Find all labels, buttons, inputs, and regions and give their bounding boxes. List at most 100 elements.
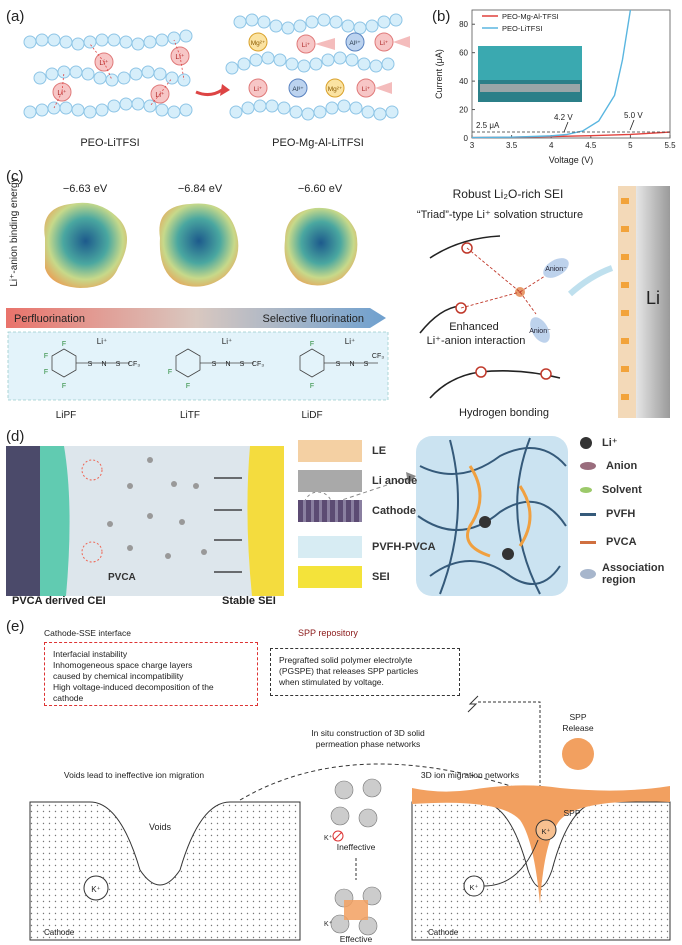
interface-box: Interfacial instability Inhomogeneous sp… — [44, 642, 258, 706]
li-ion-label: Li⁺ — [380, 40, 389, 47]
energy-litf: −6.84 eV — [178, 183, 223, 195]
cathode-label: Cathode — [428, 928, 459, 937]
sei-layer — [247, 446, 284, 596]
legend-sei: SEI — [298, 566, 390, 588]
annotation-4-2v: 4.2 V — [554, 113, 573, 122]
sei-layer — [618, 186, 636, 418]
molecule-li: Li⁺ — [97, 337, 107, 346]
energy-lidf: −6.60 eV — [298, 183, 343, 195]
anion-label: Anion⁻ — [529, 328, 551, 335]
svg-text:S: S — [240, 361, 245, 368]
molecule-li: Li⁺ — [345, 337, 355, 346]
spp-release-line1: SPP — [569, 712, 586, 722]
cathode-layer — [6, 446, 40, 596]
panel-c-diagram: Li⁺-anion binding energy −6.63 eV −6.84 … — [6, 177, 670, 421]
mg-ion — [248, 32, 268, 52]
transform-arrow — [195, 88, 223, 97]
polymer-chain-right-2 — [225, 51, 395, 75]
li-migration-cone — [375, 82, 392, 94]
legend-label-peo-litfsi: PEO-LiTFSI — [502, 24, 542, 33]
voids-label: Voids — [149, 822, 172, 832]
svg-text:F: F — [62, 341, 66, 348]
al-ion-label: Al³⁺ — [292, 86, 303, 93]
svg-text:F: F — [44, 353, 48, 360]
series-line-1 — [471, 9, 632, 139]
legend-solvent: Solvent — [580, 484, 642, 496]
spp-bridge — [344, 900, 368, 920]
chart-ylabel: Current (μA) — [434, 49, 444, 99]
spp-release-line2: Release — [562, 723, 593, 733]
insitu-line2: permeation phase networks — [316, 739, 420, 749]
enhanced-label: Enhanced — [449, 321, 499, 333]
threshold-label: 2.5 μA — [476, 121, 500, 130]
panel-a-polymer-diagram: Li⁺ Li⁺ Li⁺ Li⁺ Mg²⁺ Li⁺ Al³⁺ Li⁺ Li⁺ Al… — [23, 13, 410, 149]
li-metal-label: Li — [646, 288, 660, 308]
panel-b-label: (b) — [432, 8, 451, 25]
x-tick-label: 3 — [470, 141, 475, 150]
transform-arrowhead — [220, 84, 230, 96]
insitu-line1: In situ construction of 3D solid — [311, 728, 425, 738]
panel-a-right-caption: PEO-Mg-Al-LiTFSI — [272, 137, 364, 149]
cei-label: PVCA derived CEI — [12, 595, 106, 606]
networks-title: 3D ion migration networks — [421, 770, 519, 780]
x-tick-label: 5 — [628, 141, 633, 150]
k-ion-label: K⁺ — [470, 883, 479, 892]
panel-a-left-caption: PEO-LiTFSI — [80, 137, 139, 149]
interaction-label: Li⁺-anion interaction — [427, 335, 526, 347]
polymer-chain-left-2 — [33, 65, 191, 87]
li-ion-label: Li⁺ — [254, 86, 263, 93]
inset-photo-film — [480, 84, 580, 92]
legend-pvca: PVCA — [580, 536, 637, 548]
coordination-site — [475, 366, 487, 378]
li-ion — [502, 548, 514, 560]
panel-c-label: (c) — [6, 168, 24, 185]
triad-title: “Triad”-type Li⁺ solvation structure — [417, 209, 583, 221]
li-ion — [479, 516, 491, 528]
x-tick-label: 4 — [549, 141, 554, 150]
svg-text:F: F — [168, 369, 172, 376]
li-ion-label: Li⁺ — [302, 42, 311, 49]
cathode-with-voids — [29, 801, 301, 941]
svg-text:S: S — [116, 361, 121, 368]
spp-particle — [562, 738, 594, 770]
blocked-icon-slash — [333, 831, 343, 841]
y-tick-label: 20 — [459, 106, 468, 115]
esp-map-litf — [159, 203, 239, 287]
k-ion-label-small: K⁺ — [324, 920, 333, 928]
x-tick-label: 3.5 — [506, 141, 518, 150]
li-metal — [636, 186, 670, 418]
svg-text:S: S — [88, 361, 93, 368]
li-ion-label: Li⁺ — [362, 86, 371, 93]
molecule-lidf-label: LiDF — [301, 410, 322, 421]
cathode-label: Cathode — [44, 928, 75, 937]
sei-arrow — [567, 265, 614, 297]
li-ion-label: Li⁺ — [155, 91, 164, 99]
panel-d-diagram: PVCA PVCA derived CEI Stable SEI — [6, 436, 568, 606]
k-ion — [535, 819, 557, 841]
polymer-chain-left-1 — [23, 29, 193, 51]
voids-title: Voids lead to ineffective ion migration — [64, 770, 204, 780]
sei-title: Robust Li₂O-rich SEI — [453, 187, 564, 201]
molecule-li: Li⁺ — [222, 337, 232, 346]
al-ion — [345, 32, 365, 52]
spp-label: SPP — [563, 808, 580, 818]
esp-map-lidf — [284, 207, 358, 286]
fluorination-arrow — [6, 308, 386, 328]
y-tick-label: 80 — [459, 20, 468, 29]
polymer-chain-left-3 — [23, 97, 193, 119]
esp-map-lipf — [44, 202, 128, 288]
anion-ellipse — [543, 258, 569, 278]
svg-text:CF₃: CF₃ — [128, 361, 140, 368]
legend-cathode: Cathode — [298, 500, 416, 522]
network-background — [416, 436, 568, 596]
panel-a-label: (a) — [6, 8, 25, 25]
svg-text:N: N — [349, 361, 354, 368]
legend-association-region: Association region — [580, 562, 680, 586]
zoom-arrowhead — [406, 472, 416, 484]
k-migration-arrow — [483, 839, 539, 887]
svg-text:F: F — [310, 341, 314, 348]
li-ion — [248, 78, 268, 98]
annotation-5-0v: 5.0 V — [624, 111, 643, 120]
svg-text:S: S — [364, 361, 369, 368]
